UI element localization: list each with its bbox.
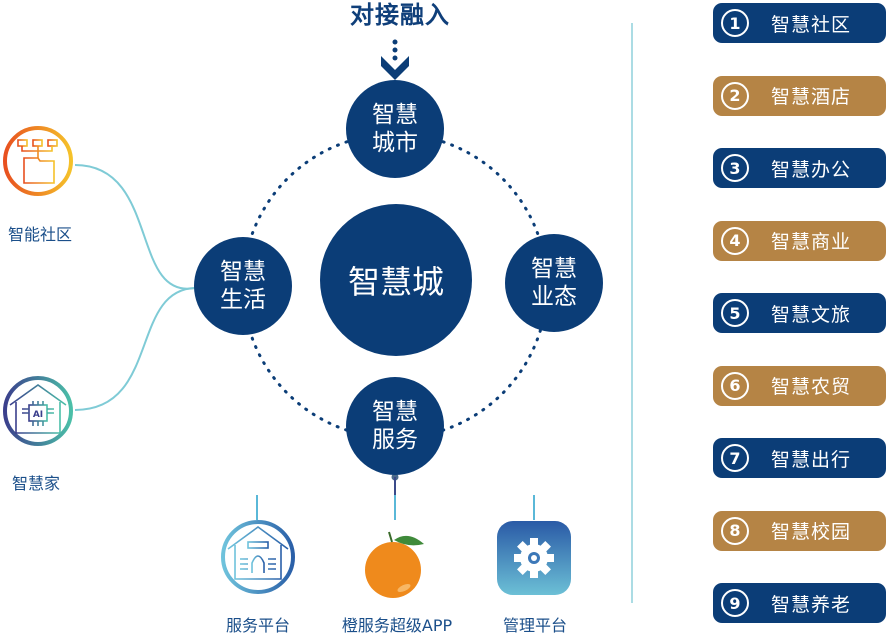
scenario-label: 智慧出行 [771,448,852,471]
scenario-item[interactable]: 5 智慧文旅 [713,293,886,333]
node-label: 智慧 [372,102,418,128]
arrow-dot [392,39,398,45]
caption-orange-app: 橙服务超级APP [341,616,453,635]
node-label: 智慧 [372,399,418,425]
node-label: 生活 [220,287,266,313]
number-badge: 4 [721,226,749,255]
scenario-label: 智慧酒店 [771,86,852,108]
svg-text:AI: AI [33,410,43,420]
number-badge: 6 [721,371,749,400]
scenario-label: 智慧农贸 [771,376,852,398]
number-badge: 3 [721,154,749,182]
node-label: 城市 [372,130,418,156]
scenario-item[interactable]: 3 智慧办公 [713,148,886,188]
scenario-item[interactable]: 8 智慧校园 [713,510,886,551]
scenario-label: 智慧商业 [771,231,852,253]
ai-home-icon: AI [3,376,73,446]
number-badge: 1 [721,9,749,37]
page-title: 对接融入 [350,1,450,29]
scenario-label: 智慧养老 [771,593,852,616]
arrow-dot [392,47,398,53]
scenario-label: 智慧社区 [771,13,852,36]
scenario-item[interactable]: 7 智慧出行 [713,438,886,478]
scenario-label: 智慧文旅 [771,303,852,326]
scenario-item[interactable]: 9 智慧养老 [713,583,886,623]
caption-service-platform: 服务平台 [225,616,290,635]
curve-to-home [74,287,196,411]
number-badge: 5 [721,299,749,327]
node-center-smart-city[interactable]: 智慧城 [320,204,472,356]
caption-smart-home: 智慧家 [11,474,60,493]
number-badge: 8 [721,516,749,545]
number-badge: 7 [721,444,749,472]
caption-smart-community: 智能社区 [7,225,72,244]
scenario-label: 智慧办公 [771,158,852,181]
node-label: 智慧 [531,256,577,282]
scenario-item[interactable]: 2 智慧酒店 [713,75,886,116]
node-smart-city[interactable]: 智慧城市 [346,80,444,178]
node-smart-life[interactable]: 智慧生活 [194,237,292,335]
scenario-item[interactable]: 1 智慧社区 [713,3,886,43]
node-smart-service[interactable]: 智慧服务 [346,377,444,475]
caption-management-platform: 管理平台 [502,616,567,635]
node-smart-business[interactable]: 智慧业态 [505,234,603,332]
node-label: 业态 [531,284,577,310]
number-badge: 9 [721,589,749,617]
scenario-label: 智慧校园 [771,521,852,543]
orange-app-icon[interactable] [360,528,430,600]
scenario-item[interactable]: 6 智慧农贸 [713,365,886,406]
curve-to-community [74,164,196,290]
arrow-dot [392,55,398,61]
folder-tree-icon [3,126,73,196]
number-badge: 2 [721,81,749,110]
service-hall-icon[interactable] [220,519,296,595]
down-arrow-icon [381,56,409,80]
center-label: 智慧城 [347,263,444,301]
node-label: 智慧 [220,259,266,285]
gear-icon[interactable] [497,521,571,595]
scenario-item[interactable]: 4 智慧商业 [713,220,886,261]
node-label: 服务 [372,427,418,453]
